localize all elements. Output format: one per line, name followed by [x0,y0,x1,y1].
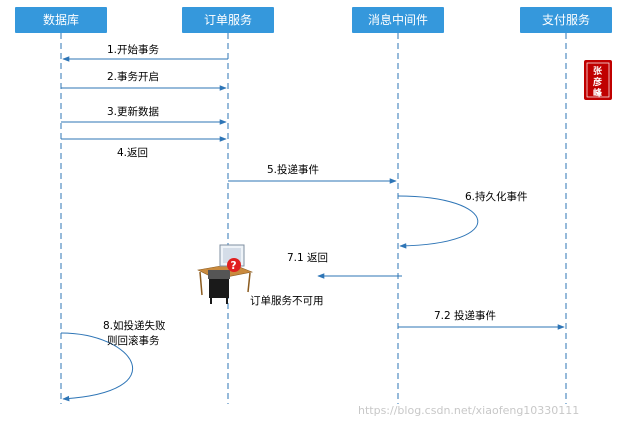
arrow-6-self [397,195,479,249]
arrow-8-self [60,332,133,402]
label-3: 3.更新数据 [107,105,160,118]
watermark: https://blog.csdn.net/xiaofeng10330111 [358,404,579,417]
seal-stamp: 张 彦 峰 [584,60,612,100]
broken-computer-icon: ? [197,244,254,304]
seal-char-1: 张 [593,65,603,77]
label-1: 1.开始事务 [107,43,160,56]
label-8-line2: 则回滚事务 [107,334,160,347]
label-unavailable: 订单服务不可用 [250,294,324,307]
label-7-2: 7.2 投递事件 [434,309,496,322]
svg-text:?: ? [231,260,237,272]
participant-order: 订单服务 [182,7,274,33]
label-8-line1: 8.如投递失败 [103,319,166,332]
label-4: 4.返回 [117,147,148,159]
label-5: 5.投递事件 [267,163,319,176]
label-6: 6.持久化事件 [465,190,528,203]
label-2: 2.事务开启 [107,70,159,83]
label-7-1: 7.1 返回 [287,252,328,264]
seal-char-3: 峰 [593,87,603,99]
seal-char-2: 彦 [593,76,602,88]
participant-mq: 消息中间件 [352,7,444,33]
participant-pay: 支付服务 [520,7,612,33]
participant-db: 数据库 [15,7,107,33]
